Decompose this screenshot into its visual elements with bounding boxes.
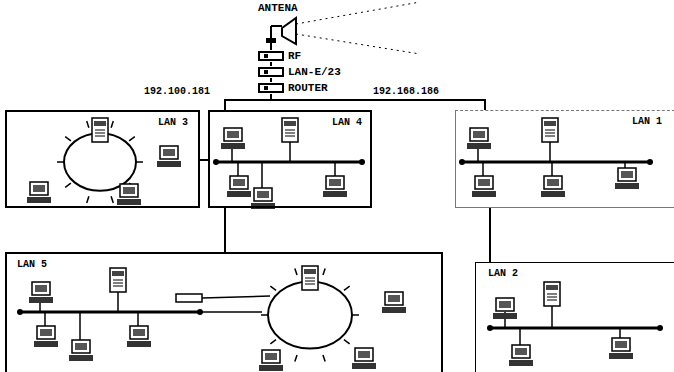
computer-icon (117, 184, 141, 205)
lan-box: LAN 1 (455, 110, 674, 208)
computer-icon (27, 182, 51, 203)
computer-icon (29, 282, 53, 303)
device-label: LAN-E/23 (288, 66, 341, 78)
computer-icon (69, 340, 93, 361)
server-icon (542, 118, 558, 142)
wire (296, 34, 420, 54)
network-link (270, 78, 272, 82)
token-ring (57, 121, 143, 203)
repeater (176, 294, 202, 302)
lan-box: LAN 4 (208, 110, 372, 208)
computer-icon (157, 146, 181, 167)
antenna: ANTENA (258, 2, 298, 46)
server-icon (110, 268, 126, 292)
computer-icon (541, 176, 565, 197)
network-link (270, 62, 272, 66)
wire (202, 296, 270, 298)
wire (296, 2, 420, 24)
lan-title: LAN 5 (15, 259, 49, 270)
network-link (200, 159, 208, 161)
device-icon (258, 83, 284, 93)
device-icon (258, 67, 284, 77)
network-device: RF (258, 50, 301, 62)
network-link (225, 94, 271, 110)
device-label: ANTENA (258, 2, 298, 14)
ip-address: 192.168.186 (372, 86, 440, 97)
lan-title: LAN 4 (330, 117, 364, 128)
antenna-icon (258, 14, 298, 46)
computer-icon (472, 176, 496, 197)
computer-icon (227, 176, 251, 197)
server-icon (302, 266, 318, 290)
device-label: RF (288, 50, 301, 62)
computer-icon (127, 326, 151, 347)
computer-icon (352, 348, 376, 369)
computer-icon (251, 188, 275, 209)
lan-title: LAN 2 (486, 268, 520, 279)
ethernet-bus (487, 306, 663, 345)
computer-icon (493, 298, 517, 319)
network-link (224, 208, 226, 252)
ethernet-bus (459, 142, 653, 178)
computer-icon (609, 338, 633, 359)
network-link (270, 46, 272, 50)
network-device: ROUTER (258, 82, 328, 94)
network-link (489, 208, 491, 262)
device-icon (258, 51, 284, 61)
computer-icon (467, 128, 491, 149)
lan-box: LAN 5 (5, 252, 443, 372)
device-label: ROUTER (288, 82, 328, 94)
server-icon (92, 118, 108, 142)
lan-title: LAN 1 (630, 116, 664, 127)
server-icon (544, 282, 560, 306)
ethernet-bus (213, 142, 365, 190)
computer-icon (615, 168, 639, 189)
lan-title: LAN 3 (156, 117, 190, 128)
computer-icon (221, 128, 245, 149)
network-device: LAN-E/23 (258, 66, 341, 78)
lan-box: LAN 3 (5, 110, 200, 208)
ethernet-bus (17, 292, 203, 340)
computer-icon (34, 326, 58, 347)
computer-icon (259, 350, 283, 371)
ip-address: 192.100.181 (143, 86, 211, 97)
computer-icon (323, 176, 347, 197)
lan-box: LAN 2 (475, 262, 674, 372)
server-icon (282, 118, 298, 142)
wire (200, 311, 262, 313)
computer-icon (382, 292, 406, 313)
computer-icon (509, 345, 533, 366)
